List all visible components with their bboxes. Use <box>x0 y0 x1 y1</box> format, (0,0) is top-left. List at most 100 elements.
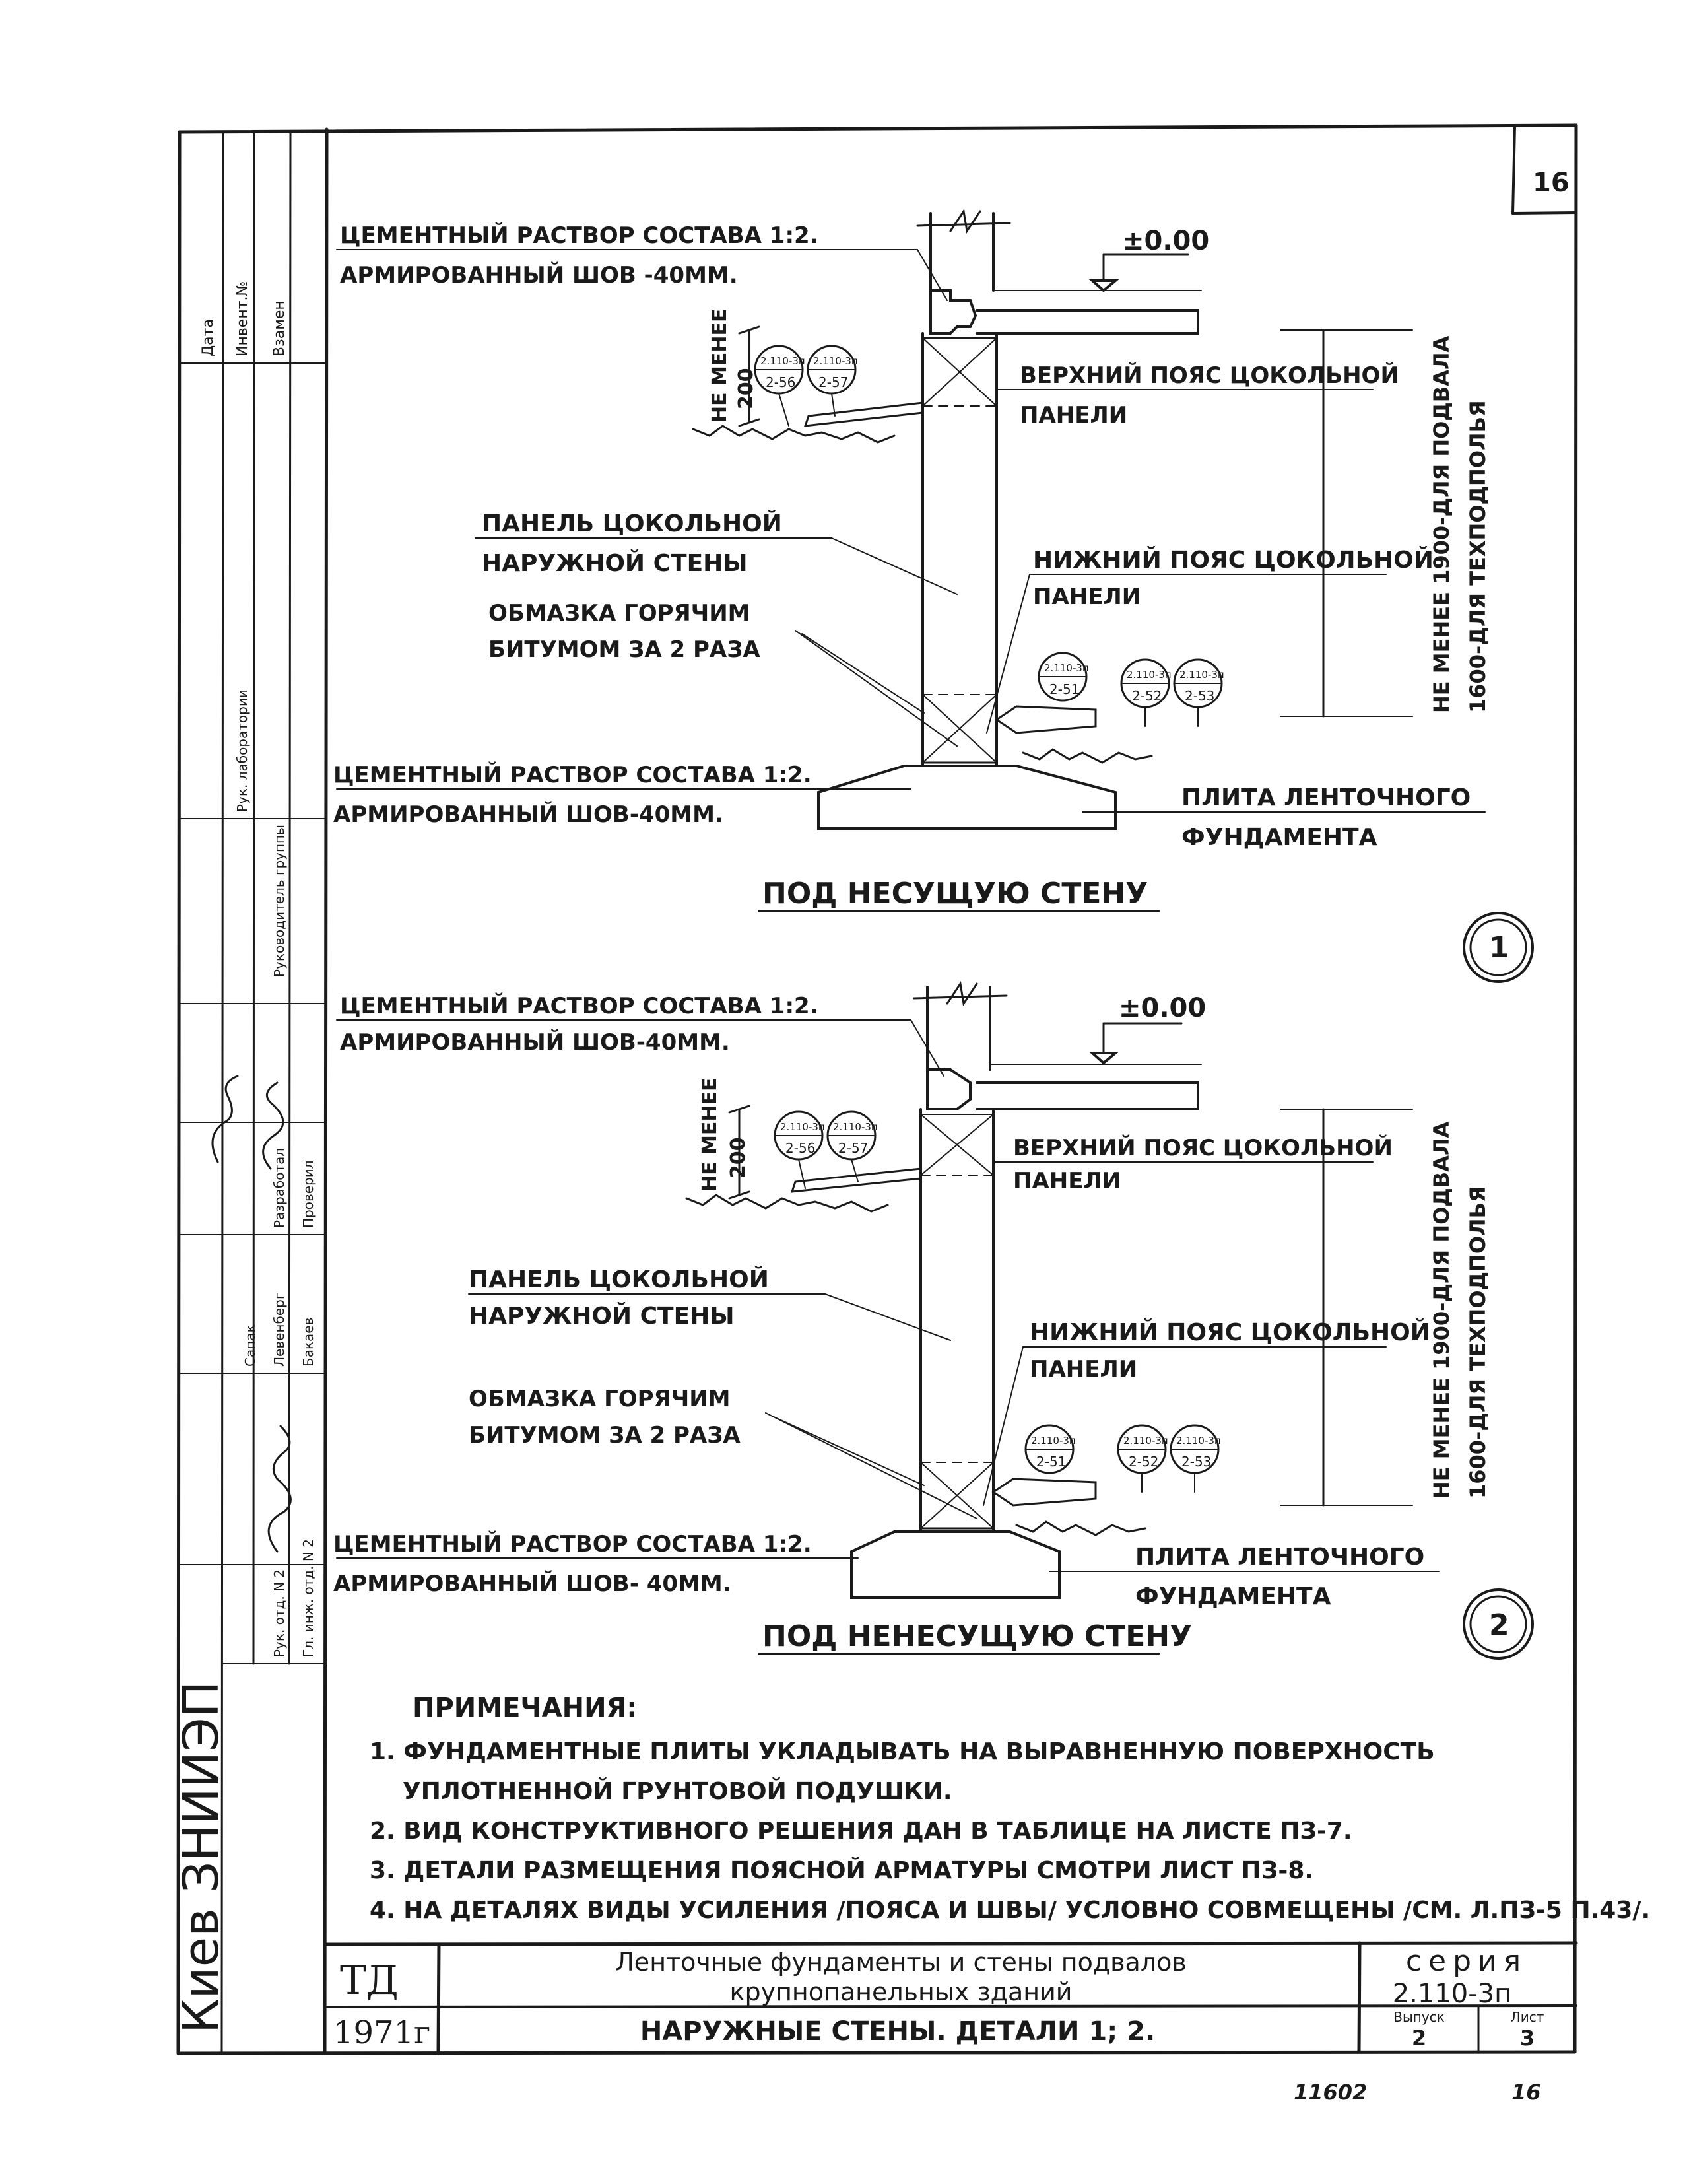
d1-panel-1: ПАНЕЛЬ ЦОКОЛЬНОЙ <box>482 510 782 537</box>
d2-ref-2-top: 2.110-3п <box>833 1121 878 1133</box>
sheet-number: 16 <box>1533 168 1570 198</box>
series-value: 2.110-3п <box>1393 1979 1512 2009</box>
stamp-name-3: Бакаев <box>300 1318 316 1367</box>
d1-panel-2: НАРУЖНОЙ СТЕНЫ <box>482 549 748 577</box>
year: 1971г <box>333 2014 430 2051</box>
issue-value: 2 <box>1412 2026 1426 2051</box>
d1-ref-4-top: 2.110-3п <box>1127 669 1172 681</box>
d1-ref-4-bottom: 2-52 <box>1132 688 1162 704</box>
stamp-lab-head: Рук. лаборатории <box>234 689 250 812</box>
d2-bitumen-2: БИТУМОМ ЗА 2 РАЗА <box>469 1422 741 1449</box>
d2-ref-4-top: 2.110-3п <box>1123 1435 1168 1447</box>
d2-top-label-2: АРМИРОВАННЫЙ ШОВ-40ММ. <box>340 1029 730 1056</box>
d1-lower-belt-2: ПАНЕЛИ <box>1033 584 1141 610</box>
d2-panel-2: НАРУЖНОЙ СТЕНЫ <box>469 1302 735 1330</box>
d1-upper-belt-1: ВЕРХНИЙ ПОЯС ЦОКОЛЬНОЙ <box>1020 362 1399 389</box>
title-line-2: крупнопанельных зданий <box>730 1977 1073 2006</box>
sheet-frame <box>176 123 1578 2055</box>
d1-title: ПОД НЕСУЩУЮ СТЕНУ <box>762 877 1148 910</box>
note-2: 2. ВИД КОНСТРУКТИВНОГО РЕШЕНИЯ ДАН В ТАБ… <box>370 1818 1352 1845</box>
d2-ref-2-bottom: 2-57 <box>838 1140 868 1156</box>
d2-ref-5-top: 2.110-3п <box>1176 1435 1221 1447</box>
d1-lower-belt-1: НИЖНИЙ ПОЯС ЦОКОЛЬНОЙ <box>1033 546 1434 574</box>
d1-level-mark: ±0.00 <box>1122 226 1209 256</box>
stamp-checked: Проверил <box>300 1160 316 1228</box>
d2-bottom-label-2: АРМИРОВАННЫЙ ШОВ- 40ММ. <box>333 1570 731 1597</box>
d1-ref-3-top: 2.110-3п <box>1044 662 1089 674</box>
title-block <box>324 1941 1578 2055</box>
stamp-name-2: Левенберг <box>271 1293 287 1367</box>
d2-min-value: 200 <box>727 1137 750 1178</box>
d1-bottom-label-1: ЦЕМЕНТНЫЙ РАСТВОР СОСТАВА 1:2. <box>333 761 812 788</box>
note-3: 3. ДЕТАЛИ РАЗМЕЩЕНИЯ ПОЯСНОЙ АРМАТУРЫ СМ… <box>370 1857 1313 1884</box>
footer-page-number: 16 <box>1511 2080 1541 2105</box>
d2-top-label-1: ЦЕМЕНТНЫЙ РАСТВОР СОСТАВА 1:2. <box>340 992 818 1019</box>
d1-ref-5-bottom: 2-53 <box>1185 688 1214 704</box>
d2-bitumen-1: ОБМАЗКА ГОРЯЧИМ <box>469 1386 731 1412</box>
notes-heading: ПРИМЕЧАНИЯ: <box>413 1693 637 1723</box>
detail-2-drawing <box>336 981 1534 1660</box>
d2-number: 2 <box>1489 1608 1509 1642</box>
sheet-value: 3 <box>1520 2026 1535 2051</box>
d2-min-label: НЕ МЕНЕЕ <box>698 1078 721 1192</box>
d2-ref-5-bottom: 2-53 <box>1181 1454 1211 1470</box>
org-code: ТД <box>340 1958 399 2004</box>
stamp-chief-engineer: Гл. инж. отд. N 2 <box>300 1539 316 1657</box>
d2-height-1: НЕ МЕНЕЕ 1900-ДЛЯ ПОДВАЛА <box>1429 1121 1454 1499</box>
issue-label: Выпуск <box>1393 2009 1445 2025</box>
stamp-replace: Взамен <box>271 300 288 357</box>
note-1-cont: УПЛОТНЕННОЙ ГРУНТОВОЙ ПОДУШКИ. <box>403 1777 952 1805</box>
d2-ref-4-bottom: 2-52 <box>1129 1454 1158 1470</box>
d1-ref-5-top: 2.110-3п <box>1179 669 1224 681</box>
stamp-dept-head: Рук. отд. N 2 <box>271 1569 287 1657</box>
d1-bitumen-1: ОБМАЗКА ГОРЯЧИМ <box>488 600 750 627</box>
d2-panel-1: ПАНЕЛЬ ЦОКОЛЬНОЙ <box>469 1266 769 1293</box>
series-label: серия <box>1406 1944 1527 1978</box>
d1-ref-3-bottom: 2-51 <box>1049 681 1079 697</box>
d2-ref-3-bottom: 2-51 <box>1036 1454 1066 1470</box>
sheet-title: НАРУЖНЫЕ СТЕНЫ. ДЕТАЛИ 1; 2. <box>640 2016 1155 2047</box>
side-stamp <box>179 131 327 2055</box>
title-line-1: Ленточные фундаменты и стены подвалов <box>615 1948 1187 1977</box>
d2-level-mark: ±0.00 <box>1119 993 1206 1023</box>
d2-upper-belt-1: ВЕРХНИЙ ПОЯС ЦОКОЛЬНОЙ <box>1013 1134 1393 1161</box>
stamp-name-1: Сапак <box>242 1324 258 1367</box>
d2-slab-2: ФУНДАМЕНТА <box>1135 1583 1331 1610</box>
note-1: 1. ФУНДАМЕНТНЫЕ ПЛИТЫ УКЛАДЫВАТЬ НА ВЫРА… <box>370 1738 1435 1765</box>
d1-ref-1-bottom: 2-56 <box>766 374 795 390</box>
note-4: 4. НА ДЕТАЛЯХ ВИДЫ УСИЛЕНИЯ /ПОЯСА И ШВЫ… <box>370 1897 1650 1924</box>
d1-ref-2-bottom: 2-57 <box>818 374 848 390</box>
d1-slab-2: ФУНДАМЕНТА <box>1181 824 1377 851</box>
stamp-date: Дата <box>200 319 216 357</box>
d2-height-2: 1600-ДЛЯ ТЕХПОДПОЛЬЯ <box>1465 1186 1490 1499</box>
d1-bitumen-2: БИТУМОМ ЗА 2 РАЗА <box>488 636 760 663</box>
d1-slab-1: ПЛИТА ЛЕНТОЧНОГО <box>1181 784 1471 811</box>
d1-bottom-label-2: АРМИРОВАННЫЙ ШОВ-40ММ. <box>333 801 723 828</box>
d1-ref-1-top: 2.110-3п <box>760 355 805 367</box>
organization-stamp: Киев ЗНИИЭП <box>173 1681 230 2033</box>
signatures <box>211 1075 292 1553</box>
stamp-inventory: Инвент.№ <box>234 281 251 357</box>
d1-number: 1 <box>1489 931 1509 965</box>
sheet-label: Лист <box>1511 2009 1544 2025</box>
archive-number: 11602 <box>1294 2080 1367 2105</box>
d2-ref-3-top: 2.110-3п <box>1031 1435 1076 1447</box>
d2-lower-belt-1: НИЖНИЙ ПОЯС ЦОКОЛЬНОЙ <box>1030 1318 1430 1346</box>
d1-min-value: 200 <box>735 368 758 409</box>
stamp-developed: Разработал <box>271 1148 287 1228</box>
d2-bottom-label-1: ЦЕМЕНТНЫЙ РАСТВОР СОСТАВА 1:2. <box>333 1530 812 1557</box>
d2-title: ПОД НЕНЕСУЩУЮ СТЕНУ <box>762 1620 1192 1653</box>
d1-top-label-2: АРМИРОВАННЫЙ ШОВ -40ММ. <box>340 261 738 289</box>
d2-upper-belt-2: ПАНЕЛИ <box>1013 1168 1121 1194</box>
d2-ref-1-bottom: 2-56 <box>785 1140 815 1156</box>
d2-ref-1-top: 2.110-3п <box>780 1121 825 1133</box>
d1-height-1: НЕ МЕНЕЕ 1900-ДЛЯ ПОДВАЛА <box>1429 335 1454 713</box>
d1-ref-2-top: 2.110-3п <box>813 355 858 367</box>
d1-upper-belt-2: ПАНЕЛИ <box>1020 402 1127 428</box>
d1-top-label-1: ЦЕМЕНТНЫЙ РАСТВОР СОСТАВА 1:2. <box>340 222 818 249</box>
detail-1-drawing <box>336 209 1534 983</box>
d2-slab-1: ПЛИТА ЛЕНТОЧНОГО <box>1135 1544 1424 1571</box>
d1-height-2: 1600-ДЛЯ ТЕХПОДПОЛЬЯ <box>1465 400 1490 713</box>
d2-lower-belt-2: ПАНЕЛИ <box>1030 1356 1137 1382</box>
